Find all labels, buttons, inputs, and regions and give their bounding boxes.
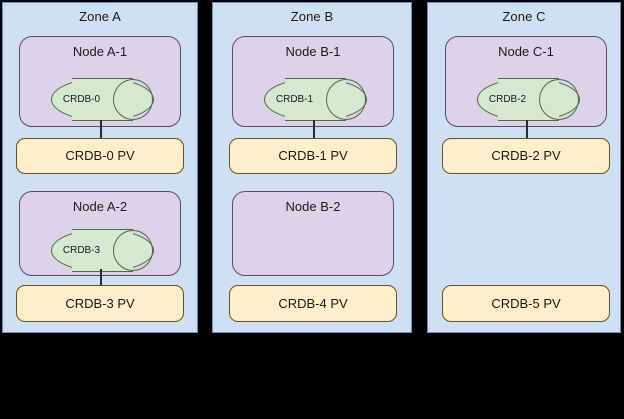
node-title-a-1: Node A-1: [72, 44, 128, 59]
zone-panel-a: Zone A Node A-1 CRDB-0 CRDB-0 PV Node A-…: [2, 2, 198, 333]
zone-panel-c: Zone C Node C-1 CRDB-2 CRDB-2 PV CRDB-5 …: [427, 2, 621, 333]
pod-label-crdb-3: CRDB-3: [62, 244, 101, 256]
pod-label-crdb-1: CRDB-1: [275, 93, 314, 105]
node-title-b-1: Node B-1: [285, 44, 341, 59]
node-box-c-1: Node C-1 CRDB-2: [445, 36, 607, 127]
pod-cylinder-crdb-2: CRDB-2: [477, 78, 580, 121]
connector-b-1: [313, 120, 315, 141]
node-title-b-2: Node B-2: [285, 199, 341, 214]
cylinder-cap: [539, 79, 579, 120]
pv-label-crdb-1: CRDB-1 PV: [278, 148, 348, 163]
pod-label-crdb-2: CRDB-2: [488, 93, 527, 105]
cylinder-cap: [113, 79, 153, 120]
node-box-b-2: Node B-2: [232, 191, 394, 276]
pv-label-crdb-5: CRDB-5 PV: [491, 295, 561, 311]
pod-cylinder-crdb-0: CRDB-0: [51, 78, 154, 121]
connector-c-1: [526, 120, 528, 141]
pod-label-crdb-0: CRDB-0: [62, 93, 101, 105]
node-box-b-1: Node B-1 CRDB-1: [232, 36, 394, 127]
connector-a-2: [100, 269, 102, 287]
pv-box-crdb-4: CRDB-4 PV: [229, 285, 397, 322]
zone-title-b: Zone B: [290, 9, 334, 24]
pv-box-crdb-5: CRDB-5 PV: [442, 285, 610, 322]
connector-a-1: [100, 120, 102, 141]
zone-title-c: Zone C: [502, 9, 546, 24]
pv-box-crdb-3: CRDB-3 PV: [16, 285, 184, 322]
pv-box-crdb-2: CRDB-2 PV: [442, 138, 610, 174]
zone-panel-b: Zone B Node B-1 CRDB-1 CRDB-1 PV Node B-…: [212, 2, 412, 333]
pv-label-crdb-4: CRDB-4 PV: [278, 295, 348, 311]
pv-box-crdb-1: CRDB-1 PV: [229, 138, 397, 174]
pod-cylinder-crdb-3: CRDB-3: [51, 229, 154, 272]
pv-label-crdb-0: CRDB-0 PV: [65, 148, 135, 163]
pv-label-crdb-2: CRDB-2 PV: [491, 148, 561, 163]
node-box-a-2: Node A-2 CRDB-3: [19, 191, 181, 276]
node-title-a-2: Node A-2: [72, 199, 128, 214]
cylinder-cap: [326, 79, 366, 120]
zone-title-a: Zone A: [79, 9, 121, 24]
node-box-a-1: Node A-1 CRDB-0: [19, 36, 181, 127]
pod-cylinder-crdb-1: CRDB-1: [264, 78, 367, 121]
pv-box-crdb-0: CRDB-0 PV: [16, 138, 184, 174]
pv-label-crdb-3: CRDB-3 PV: [65, 295, 135, 311]
cylinder-cap: [113, 230, 153, 271]
node-title-c-1: Node C-1: [498, 44, 554, 59]
